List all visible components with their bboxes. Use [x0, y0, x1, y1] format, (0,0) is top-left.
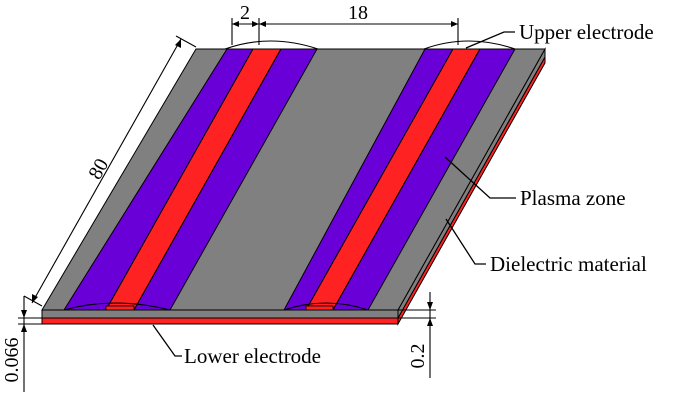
- lower-electrode-leader: [152, 324, 182, 357]
- lower-electrode-thickness-dimension: 0.066: [1, 338, 23, 383]
- lower-thk-arrow: [21, 310, 27, 318]
- upper-electrode-leader: [465, 31, 515, 49]
- dielectric-material-leader: [445, 218, 486, 265]
- dielectric-material-label: Dielectric material: [490, 252, 647, 276]
- dim-arrow: [451, 21, 458, 27]
- dielectric-thk-arrow: [427, 302, 433, 310]
- right-strip-front-arc: [283, 302, 369, 311]
- plasma-zone-label: Plasma zone: [520, 186, 626, 210]
- electrode-width-dimension: 2: [240, 2, 250, 24]
- dim-arrow: [259, 21, 266, 27]
- dim-arrow: [252, 21, 259, 27]
- length-ext-top: [175, 35, 197, 48]
- length-dim-line: [31, 38, 182, 304]
- dielectric-thk-arrow: [427, 318, 433, 326]
- electrode-gap-dimension: 18: [348, 2, 368, 24]
- length-arrow-bottom: [32, 294, 38, 303]
- plasma-zone-leader: [444, 156, 516, 199]
- lower-thk-arrow: [21, 324, 27, 332]
- length-arrow-top: [175, 39, 181, 48]
- dielectric-front-face: [41, 309, 399, 319]
- right-strip-top-arc: [423, 40, 516, 50]
- dielectric-thickness-dimension: 0.2: [407, 344, 429, 369]
- left-strip-front-arc: [63, 302, 171, 311]
- length-dimension: 80: [84, 155, 113, 183]
- lower-electrode-layer: [41, 317, 399, 325]
- right-electrode-front-bump: [305, 305, 334, 311]
- left-electrode-front-bump: [105, 305, 135, 311]
- upper-electrode-label: Upper electrode: [519, 20, 654, 44]
- left-strip-top-arc: [224, 40, 319, 50]
- lower-electrode-label: Lower electrode: [184, 344, 321, 368]
- dim-arrow: [232, 21, 239, 27]
